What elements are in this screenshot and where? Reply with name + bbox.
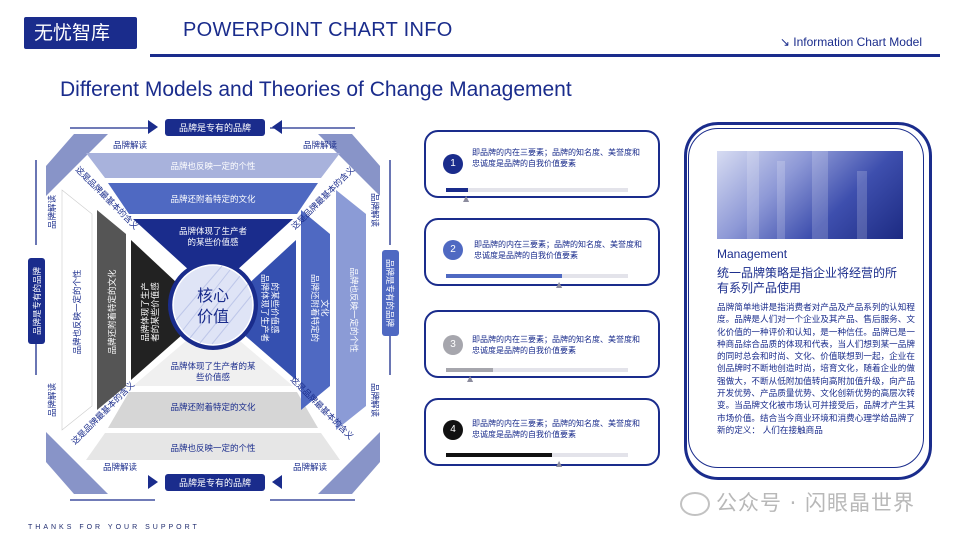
top-tab: 品牌是专有的品牌: [179, 122, 251, 134]
progress-fill: [446, 368, 493, 372]
step-card-3: 3 即品牌的内在三要素；品牌的知名度、美誉度和忠诚度是品牌的自我价值要素 ▲: [424, 310, 660, 378]
info-panel: Management 统一品牌策略是指企业将经营的所有系列产品使用 品牌简单地讲…: [684, 122, 939, 486]
step-card-2: 2 即品牌的内在三要素；品牌的知名度、美誉度和忠诚度是品牌的自我价值要素 ▲: [424, 218, 660, 286]
corner-label-rt: 品牌解读: [369, 193, 380, 228]
progress-marker-icon: ▲: [463, 194, 469, 203]
step-number: 1: [443, 154, 463, 174]
header-tag: ↘ Information Chart Model: [780, 35, 922, 49]
core-label-2: 价值: [197, 307, 229, 326]
top-band-3b: 的某些价值感: [187, 237, 239, 248]
header-tag-label: Information Chart Model: [793, 35, 922, 49]
left-tab: 品牌是专有的品牌: [32, 267, 43, 336]
right-band-2b: 文化: [319, 299, 330, 317]
left-band-3a: 品牌体现了生产: [140, 282, 151, 342]
left-band-1: 品牌也反映一定的个性: [72, 269, 83, 355]
progress-marker-icon: ▲: [467, 374, 473, 383]
building-photo: [717, 151, 903, 239]
footer-text: THANKS FOR YOUR SUPPORT: [28, 524, 200, 531]
top-band-3a: 品牌体现了生产者: [179, 226, 248, 237]
watermark: 公众号 · 闪眼晶世界: [680, 487, 915, 517]
step-text: 即品牌的内在三要素；品牌的知名度、美誉度和忠诚度是品牌的自我价值要素: [474, 239, 644, 261]
corner-label-tr: 品牌解读: [303, 140, 338, 151]
wechat-icon: [680, 492, 710, 516]
right-tab: 品牌是专有的品牌: [384, 259, 395, 328]
right-band-2a: 品牌还附着特定的: [309, 274, 320, 342]
corner-label-rb: 品牌解读: [369, 383, 380, 418]
right-band-1a: 品牌体现了生产者: [259, 274, 270, 343]
panel-body: 品牌简单地讲是指消费者对产品及产品系列的认知程度。品牌是人们对一个企业及其产品、…: [717, 302, 915, 437]
step-number: 4: [443, 420, 463, 440]
panel-headline: 统一品牌策略是指企业将经营的所有系列产品使用: [717, 266, 907, 296]
step-card-1: 1 即品牌的内在三要素；品牌的知名度、美誉度和忠诚度是品牌的自我价值要素 ▲: [424, 130, 660, 198]
progress-fill: [446, 188, 468, 192]
progress-fill: [446, 274, 562, 278]
step-text: 即品牌的内在三要素；品牌的知名度、美誉度和忠诚度是品牌的自我价值要素: [472, 147, 642, 169]
step-number: 2: [443, 240, 463, 260]
step-number: 3: [443, 335, 463, 355]
left-band-3b: 者的某些价值感: [150, 282, 161, 342]
step-text: 即品牌的内在三要素；品牌的知名度、美誉度和忠诚度是品牌的自我价值要素: [472, 418, 642, 440]
top-band-2: 品牌还附着特定的文化: [170, 194, 256, 205]
step-card-4: 4 即品牌的内在三要素；品牌的知名度、美誉度和忠诚度是品牌的自我价值要素 ▲: [424, 398, 660, 466]
panel-inner: Management 统一品牌策略是指企业将经营的所有系列产品使用 品牌简单地讲…: [688, 128, 924, 468]
corner-label-lb: 品牌解读: [47, 383, 58, 418]
corner-label-br: 品牌解读: [293, 462, 328, 473]
core-label-1: 核心: [197, 286, 229, 305]
bottom-band-3: 品牌也反映一定的个性: [170, 443, 256, 454]
corner-label-lt: 品牌解读: [47, 195, 58, 230]
corner-label-bl: 品牌解读: [103, 462, 138, 473]
panel-label: Management: [717, 247, 787, 261]
corner-label-tl: 品牌解读: [113, 140, 148, 151]
progress-marker-icon: ▲: [556, 459, 562, 468]
bottom-band-2: 品牌还附着特定的文化: [170, 402, 256, 413]
arrow-down-right-icon: ↘: [780, 35, 790, 49]
progress-track: [446, 188, 628, 192]
progress-track: [446, 274, 628, 278]
right-band-1b: 的某些价值感: [269, 282, 280, 334]
step-text: 即品牌的内在三要素；品牌的知名度、美誉度和忠诚度是品牌的自我价值要素: [472, 334, 642, 356]
bottom-band-1b: 些价值感: [196, 372, 231, 383]
progress-track: [446, 453, 628, 457]
core-value-diagram: 核心 价值 品牌是专有的品牌 品牌是专有的品牌 品牌是专有的品牌 品牌是专有的品…: [0, 0, 420, 540]
progress-track: [446, 368, 628, 372]
top-band-1: 品牌也反映一定的个性: [170, 161, 256, 172]
left-band-2: 品牌还附着特定的文化: [107, 269, 118, 355]
bottom-tab: 品牌是专有的品牌: [179, 477, 251, 489]
bottom-band-1a: 品牌体现了生产者的某: [170, 361, 256, 372]
progress-fill: [446, 453, 552, 457]
watermark-text: 公众号 · 闪眼晶世界: [716, 491, 915, 515]
right-band-3: 品牌也反映一定的个性: [348, 267, 359, 353]
progress-marker-icon: ▲: [556, 280, 562, 289]
